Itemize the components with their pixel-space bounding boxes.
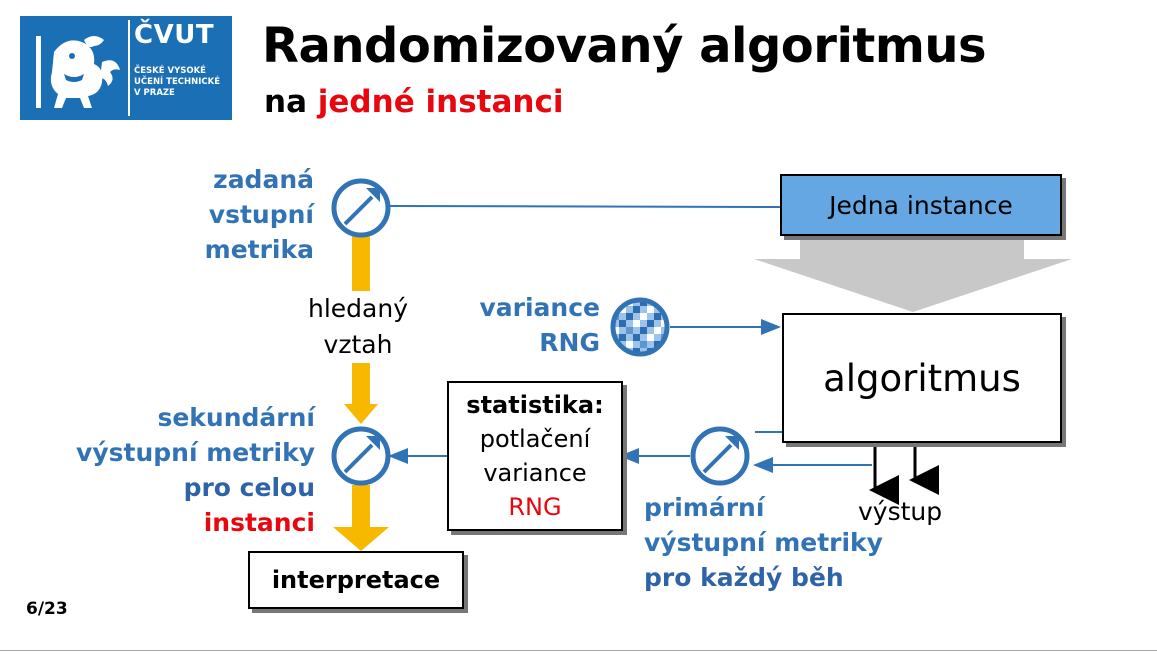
- primary-line: primární: [644, 493, 765, 522]
- input-metric-line: metrika: [204, 235, 314, 264]
- footer-divider: [0, 650, 1157, 651]
- statistics-box: statistika: potlačení variance RNG: [447, 381, 623, 531]
- noise-pattern-icon: [610, 297, 670, 357]
- relation-arrow: [333, 236, 389, 551]
- primary-metrics-label: primární výstupní metriky pro každý běh: [644, 490, 883, 595]
- gauge-meter-icon: [331, 178, 391, 238]
- variance-line: RNG: [539, 328, 600, 357]
- relation-label: hledaný vztah: [306, 291, 410, 363]
- page-number: 6/23: [26, 599, 68, 619]
- funnel-arrow: [754, 233, 1072, 312]
- algorithm-box: algoritmus: [782, 313, 1062, 443]
- secondary-line: sekundární: [157, 403, 315, 432]
- gauge-meter-icon: [331, 426, 391, 486]
- secondary-bold: pro celou: [183, 473, 315, 502]
- secondary-metrics-label: sekundární výstupní metriky pro celou in…: [76, 400, 315, 540]
- logo-divider: [128, 20, 130, 116]
- subtitle-highlight: jedné instanci: [317, 84, 564, 120]
- slide-subtitle: na jedné instanci: [264, 84, 563, 120]
- output-label: výstup: [858, 497, 943, 526]
- relation-line: vztah: [323, 330, 393, 359]
- input-to-instance-line: [389, 205, 781, 208]
- interpretation-box: interpretace: [248, 551, 464, 609]
- secondary-line: výstupní metriky: [76, 438, 315, 467]
- variance-line: variance: [479, 293, 600, 322]
- input-metric-line: zadaná: [213, 165, 314, 194]
- secondary-red: instanci: [203, 508, 315, 537]
- lion-crest-icon: [36, 36, 120, 109]
- statistics-title: statistika:: [466, 391, 604, 419]
- subtitle-prefix: na: [264, 84, 318, 120]
- logo-brand: ČVUT: [134, 20, 215, 50]
- statistics-red: RNG: [508, 493, 562, 521]
- relation-line: hledaný: [308, 294, 408, 323]
- slide-title: Randomizovaný algoritmus: [262, 18, 987, 74]
- primary-line: výstupní metriky: [644, 528, 883, 557]
- input-metric-label: zadaná vstupní metrika: [205, 162, 314, 267]
- instance-box: Jedna instance: [780, 174, 1062, 236]
- variance-label: variance RNG: [479, 290, 600, 360]
- primary-bold: pro každý běh: [644, 563, 844, 592]
- gauge-meter-icon: [690, 426, 750, 486]
- logo-subtitle: ČESKÉ VYSOKÉ UČENÍ TECHNICKÉ V PRAZE: [134, 66, 221, 98]
- statistics-line: potlačení: [479, 425, 591, 453]
- input-metric-line: vstupní: [208, 200, 314, 229]
- statistics-line: variance: [483, 459, 587, 487]
